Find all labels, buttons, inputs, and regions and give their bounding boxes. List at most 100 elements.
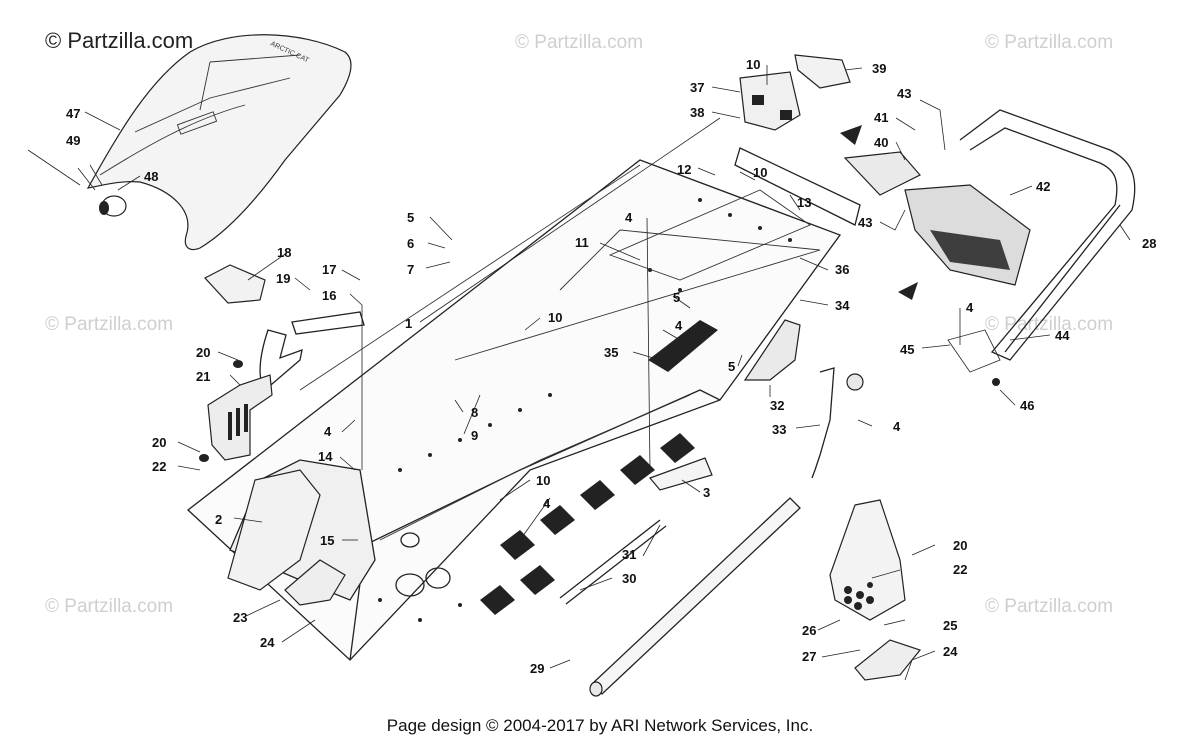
callout-label: 7	[407, 262, 414, 277]
callout-label: 44	[1055, 328, 1070, 343]
taillight-part	[904, 184, 1031, 286]
watermark-main: © Partzilla.com	[45, 28, 193, 53]
callout-label: 10	[746, 57, 760, 72]
callout-label: 34	[835, 298, 850, 313]
callout-label: 4	[675, 318, 683, 333]
rivet-dots	[378, 198, 792, 622]
callout-label: 23	[233, 610, 247, 625]
callout-label: 26	[802, 623, 816, 638]
callout-label: 4	[625, 210, 633, 225]
callout-label: 41	[874, 110, 888, 125]
guard-part	[743, 319, 801, 381]
nut-icon	[199, 454, 209, 462]
callout-label: 47	[66, 106, 80, 121]
callout-label: 49	[66, 133, 80, 148]
flap-part	[794, 54, 851, 89]
grommet-icon	[846, 373, 864, 391]
callout-label: 15	[320, 533, 334, 548]
nut-icon	[233, 360, 243, 368]
bracket-slots	[228, 404, 248, 440]
arrow-icon	[840, 125, 862, 145]
rail-cutouts	[480, 433, 695, 615]
callout-label: 20	[152, 435, 166, 450]
callout-label: 22	[953, 562, 967, 577]
callout-label: 2	[215, 512, 222, 527]
callout-label: 10	[548, 310, 562, 325]
leader-lines	[84, 65, 1131, 681]
callout-label: 45	[900, 342, 914, 357]
bracket-44	[947, 329, 1001, 373]
callout-label: 20	[196, 345, 210, 360]
callout-label: 16	[322, 288, 336, 303]
callout-label: 48	[144, 169, 158, 184]
side-bracket-part	[227, 469, 321, 591]
watermarks: © Partzilla.com © Partzilla.com © Partzi…	[45, 28, 1113, 617]
callout-labels: 1 2 3 4 4 4 4 4 4 4 5 5 5 6 7 8 9 10 10 …	[66, 57, 1156, 676]
callout-label: 29	[530, 661, 544, 676]
watermark-text: © Partzilla.com	[985, 314, 1113, 335]
rear-bar-part	[734, 147, 861, 226]
callout-label: 9	[471, 428, 478, 443]
watermark-text: © Partzilla.com	[985, 32, 1113, 53]
callout-label: 32	[770, 398, 784, 413]
callout-label: 25	[943, 618, 957, 633]
callout-label: 5	[673, 290, 680, 305]
callout-label: 33	[772, 422, 786, 437]
callout-label: 21	[196, 369, 210, 384]
callout-label: 31	[622, 547, 636, 562]
chain-part	[811, 367, 835, 479]
strut-part	[559, 519, 667, 605]
callout-label: 18	[277, 245, 291, 260]
callout-label: 20	[953, 538, 967, 553]
callout-label: 4	[893, 419, 901, 434]
cup-part	[284, 559, 346, 606]
rear-bumper-part	[959, 109, 1136, 361]
callout-label: 17	[322, 262, 336, 277]
tunnel-part	[186, 159, 842, 661]
rod-part	[591, 497, 801, 695]
callout-label: 40	[874, 135, 888, 150]
callout-label: 12	[677, 162, 691, 177]
callout-label: 1	[405, 316, 412, 331]
callout-label: 11	[575, 235, 589, 250]
snowflap-part	[843, 151, 921, 196]
callout-label: 30	[622, 571, 636, 586]
cover-plate-part	[204, 264, 266, 304]
callout-label: 43	[858, 215, 872, 230]
step-plate-part	[854, 639, 922, 681]
callout-label: 10	[753, 165, 767, 180]
callout-label: 43	[897, 86, 911, 101]
callout-label: 10	[536, 473, 550, 488]
callout-label: 27	[802, 649, 816, 664]
callout-label: 46	[1020, 398, 1034, 413]
watermark-text: © Partzilla.com	[45, 314, 173, 335]
callout-label: 5	[407, 210, 414, 225]
callout-label: 22	[152, 459, 166, 474]
arrow-icon	[898, 282, 918, 300]
callout-label: 19	[276, 271, 290, 286]
footer-credit: Page design © 2004-2017 by ARI Network S…	[386, 716, 814, 735]
callout-label: 14	[318, 449, 333, 464]
mesh-part	[648, 320, 718, 372]
callout-label: 4	[324, 424, 332, 439]
callout-label: 8	[471, 405, 478, 420]
watermark-text: © Partzilla.com	[515, 32, 643, 53]
watermark-text: © Partzilla.com	[45, 596, 173, 617]
callout-label: 6	[407, 236, 414, 251]
inner-panel	[608, 189, 811, 281]
callout-label: 28	[1142, 236, 1156, 251]
callout-label: 38	[690, 105, 704, 120]
callout-label: 35	[604, 345, 618, 360]
bracket-3-part	[648, 457, 713, 491]
bracket-part	[291, 311, 365, 335]
watermark-text: © Partzilla.com	[985, 596, 1113, 617]
knob-part	[99, 195, 127, 217]
callout-label: 4	[966, 300, 974, 315]
callout-label: 39	[872, 61, 886, 76]
callout-label: 24	[943, 644, 958, 659]
callout-label: 24	[260, 635, 275, 650]
callout-label: 4	[543, 496, 551, 511]
callout-label: 36	[835, 262, 849, 277]
callout-label: 37	[690, 80, 704, 95]
